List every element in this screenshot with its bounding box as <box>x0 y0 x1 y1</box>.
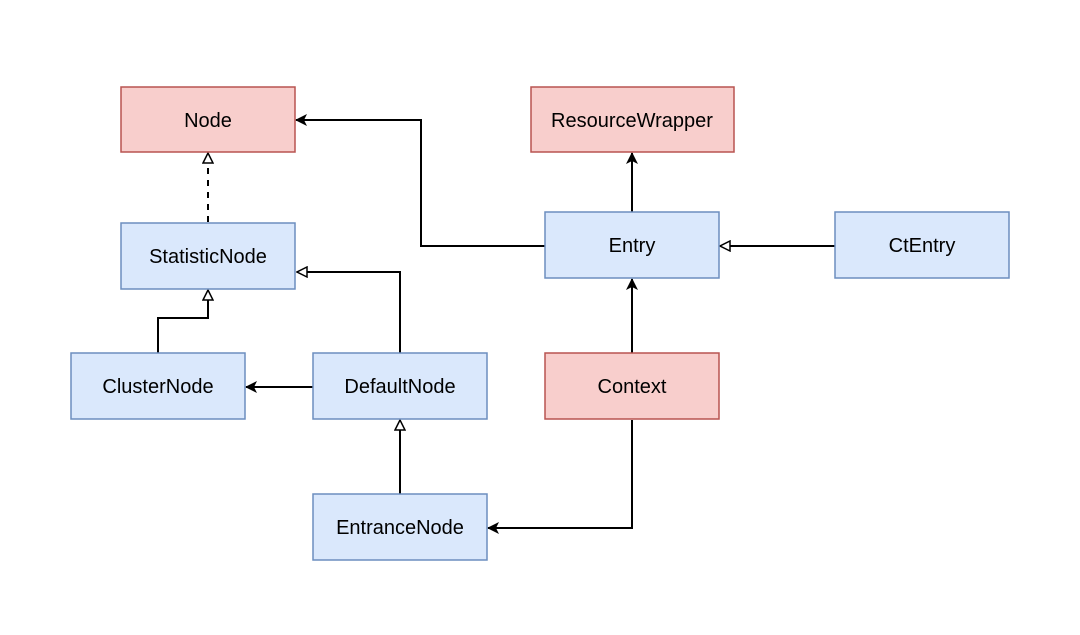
node-label-resourcewrapper: ResourceWrapper <box>551 110 713 132</box>
node-box-entry[interactable]: Entry <box>544 211 720 279</box>
edge-defaultnode-extends-statisticnode <box>297 272 401 353</box>
edge-clusternode-extends-statisticnode <box>157 290 208 353</box>
node-box-resourcewrapper[interactable]: ResourceWrapper <box>530 86 735 153</box>
node-label-context: Context <box>598 376 667 398</box>
node-box-defaultnode[interactable]: DefaultNode <box>312 352 488 420</box>
edge-entry-to-node <box>295 114 545 247</box>
node-label-clusternode: ClusterNode <box>102 376 213 398</box>
node-box-clusternode[interactable]: ClusterNode <box>70 352 246 420</box>
node-box-statisticnode[interactable]: StatisticNode <box>120 222 296 290</box>
node-label-node: Node <box>184 110 232 132</box>
node-box-context[interactable]: Context <box>544 352 720 420</box>
node-label-entrancenode: EntranceNode <box>336 517 464 539</box>
node-box-ctentry[interactable]: CtEntry <box>834 211 1010 279</box>
node-label-entry: Entry <box>609 235 656 257</box>
node-box-node[interactable]: Node <box>120 86 296 153</box>
nodes: Node ResourceWrapper StatisticNode Entry… <box>70 86 1010 561</box>
edges: ClusterNode --> Node --> ResourceWrapper… <box>157 114 835 534</box>
edge-context-to-entrancenode <box>487 420 633 534</box>
node-label-statisticnode: StatisticNode <box>149 246 267 268</box>
node-label-ctentry: CtEntry <box>889 235 956 257</box>
node-label-defaultnode: DefaultNode <box>344 376 455 398</box>
node-box-entrancenode[interactable]: EntranceNode <box>312 493 488 561</box>
